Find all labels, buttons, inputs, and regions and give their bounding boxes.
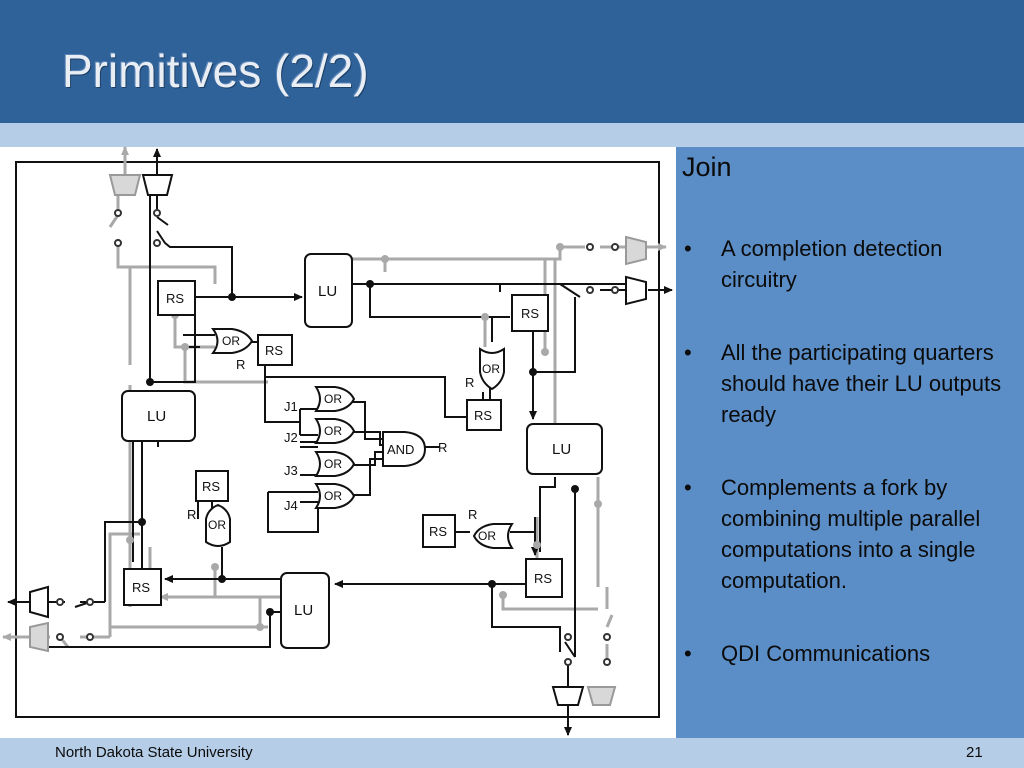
and-label: AND: [387, 442, 414, 457]
or-gate-j2: [314, 418, 356, 444]
rs-block-right-mid: [466, 399, 502, 431]
footer-bar: [0, 738, 1024, 768]
or-gate-left: [205, 503, 231, 547]
bullet-marker: •: [684, 236, 692, 261]
rs-block-mid: [257, 334, 293, 366]
and-gate: [382, 431, 427, 467]
mux-right: [625, 275, 647, 306]
lu-block-bottom: [280, 572, 330, 649]
rs-block-top-right: [511, 294, 549, 332]
footer-institution: North Dakota State University: [55, 744, 253, 761]
or-gate-right: [479, 347, 505, 391]
panel-heading: Join: [682, 152, 732, 182]
r-label-left-or: R: [187, 507, 196, 522]
lu-block-left: [121, 390, 196, 442]
or-gate-j4: [314, 483, 356, 509]
slide-title: Primitives (2/2): [62, 45, 369, 97]
or-gate-bottom: [472, 523, 514, 549]
rs-label-left-mid: RS: [202, 479, 220, 494]
lu-label-bottom: LU: [294, 602, 313, 619]
output-muxes: [29, 174, 647, 706]
rs-label-top-left: RS: [166, 291, 184, 306]
mux-left-gray: [29, 621, 49, 653]
or-label-bottom: OR: [478, 529, 496, 543]
bullet-marker: •: [684, 641, 692, 666]
or-label-right: OR: [482, 362, 500, 376]
junction-dots: [138, 280, 579, 616]
page-number: 21: [966, 744, 983, 761]
r-label-top-or: R: [236, 357, 245, 372]
lu-block-top: [304, 253, 353, 328]
bullet-text: A completion detection circuitry: [721, 236, 943, 292]
or-label-j1: OR: [324, 392, 342, 406]
mux-left: [29, 585, 49, 619]
or-label-left: OR: [208, 518, 226, 532]
j2-label: J2: [284, 430, 298, 445]
or-gate-j3: [314, 451, 356, 477]
rs-block-bottom-mid: [422, 514, 456, 548]
bullet-text: Complements a fork by combining multiple…: [721, 475, 981, 593]
bullet-marker: •: [684, 475, 692, 500]
rs-label-right-mid: RS: [474, 408, 492, 423]
join-circuit-diagram: LU LU LU LU RS RS RS RS RS RS RS RS OR: [0, 146, 676, 738]
rs-block-left-mid: [195, 470, 229, 502]
mux-top: [141, 174, 174, 196]
or-label-top: OR: [222, 334, 240, 348]
gray-junction-dots: [126, 243, 602, 631]
mux-bottom-gray: [586, 686, 617, 706]
rs-block-top-left: [157, 280, 196, 316]
rs-label-bottom-left: RS: [132, 580, 150, 595]
right-text-panel: [676, 147, 1024, 738]
lu-block-right: [526, 423, 603, 475]
j1-label: J1: [284, 399, 298, 414]
title-bar: [0, 0, 1024, 123]
mux-right-gray: [625, 235, 647, 266]
r-label-right-or: R: [465, 375, 474, 390]
rs-label-bottom-right: RS: [534, 571, 552, 586]
lu-label-right: LU: [552, 441, 571, 458]
bullet-marker: •: [684, 340, 692, 365]
lu-label-left: LU: [147, 408, 166, 425]
j3-label: J3: [284, 463, 298, 478]
bullet-text: All the participating quarters should ha…: [721, 340, 1002, 427]
lu-label-top: LU: [318, 283, 337, 300]
or-gate-j1: [314, 386, 356, 412]
j4-label: J4: [284, 498, 298, 513]
or-gate-top: [211, 328, 254, 354]
rs-label-mid: RS: [265, 343, 283, 358]
rs-block-bottom-left: [123, 568, 162, 606]
rs-label-bottom-mid: RS: [429, 524, 447, 539]
accent-strip: [0, 123, 1024, 147]
or-label-j2: OR: [324, 424, 342, 438]
rs-block-bottom-right: [525, 558, 563, 598]
or-label-j4: OR: [324, 489, 342, 503]
switch-contacts: [56, 209, 619, 666]
rs-label-top-right: RS: [521, 306, 539, 321]
r-label-bottom-or: R: [468, 507, 477, 522]
mux-bottom: [551, 686, 585, 706]
or-label-j3: OR: [324, 457, 342, 471]
mux-top-gray: [108, 174, 142, 196]
bullet-text: QDI Communications: [721, 641, 931, 666]
r-label-and: R: [438, 440, 447, 455]
